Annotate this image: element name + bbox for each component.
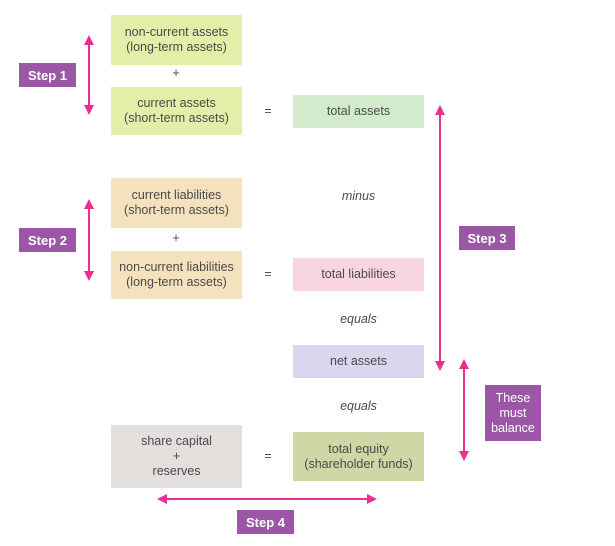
equals-operator-2: = xyxy=(264,267,272,281)
minus-label: minus xyxy=(341,189,376,203)
total-equity-box: total equity (shareholder funds) xyxy=(293,432,424,481)
current-liabilities-box: current liabilities (short-term assets) xyxy=(111,178,242,228)
current-assets-box: current assets (short-term assets) xyxy=(111,87,242,135)
equals-label-2: equals xyxy=(340,399,377,413)
step3-label: Step 3 xyxy=(459,226,515,250)
equals-label-1: equals xyxy=(340,312,377,326)
plus-operator-1: + xyxy=(172,66,180,80)
non-current-assets-box: non-current assets (long-term assets) xyxy=(111,15,242,65)
share-capital-box: share capital + reserves xyxy=(111,425,242,488)
step2-label: Step 2 xyxy=(19,228,76,252)
step1-label: Step 1 xyxy=(19,63,76,87)
step4-label: Step 4 xyxy=(237,510,294,534)
net-assets-box: net assets xyxy=(293,345,424,378)
balance-label: These must balance xyxy=(485,385,541,441)
total-liabilities-box: total liabilities xyxy=(293,258,424,291)
non-current-liabilities-box: non-current liabilities (long-term asset… xyxy=(111,251,242,299)
equals-operator-3: = xyxy=(264,449,272,463)
equals-operator-1: = xyxy=(264,104,272,118)
total-assets-box: total assets xyxy=(293,95,424,128)
plus-operator-2: + xyxy=(172,231,180,245)
